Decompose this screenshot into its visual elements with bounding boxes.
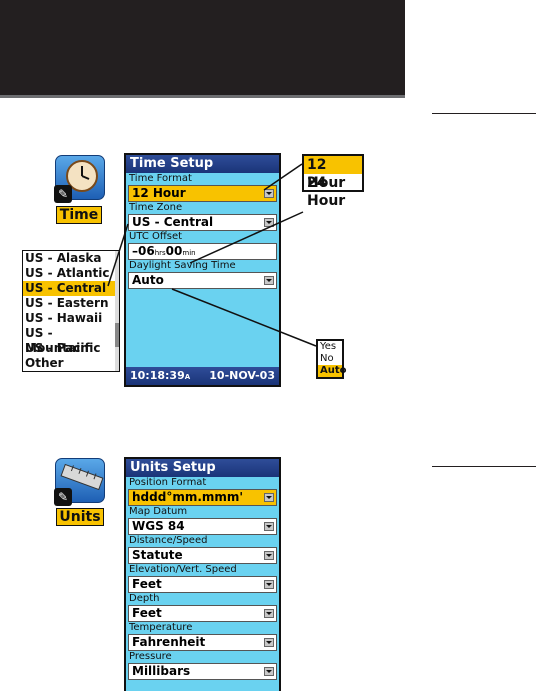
timezone-option[interactable]: Other: [25, 356, 64, 370]
map-datum-value: WGS 84: [132, 519, 185, 533]
time-zone-value: US - Central: [132, 215, 214, 229]
wrench-icon: ✎: [54, 185, 72, 203]
utc-offset-min-unit: min: [182, 249, 196, 257]
side-rule-bottom: [432, 466, 536, 467]
utc-offset-hrs-unit: hrs: [154, 249, 166, 257]
depth-field[interactable]: Feet: [128, 605, 277, 622]
timezone-option[interactable]: US - Atlantic: [25, 266, 110, 280]
utc-offset-minutes: 00: [165, 244, 183, 258]
time-icon-label: Time: [56, 206, 102, 224]
pressure-field[interactable]: Millibars: [128, 663, 277, 680]
side-rule-top: [432, 113, 536, 114]
timezone-option[interactable]: US - Hawaii: [25, 311, 103, 325]
temperature-value: Fahrenheit: [132, 635, 206, 649]
dst-option-yes[interactable]: Yes: [320, 341, 337, 352]
time-format-field[interactable]: 12 Hour: [128, 185, 277, 202]
timezone-option[interactable]: US - Alaska: [25, 251, 102, 265]
distance-speed-value: Statute: [132, 548, 183, 562]
clock-icon: [66, 160, 98, 192]
chevron-down-icon: [264, 609, 274, 618]
position-format-field[interactable]: hddd°mm.mmm': [128, 489, 277, 506]
scroll-thumb[interactable]: [115, 323, 119, 347]
position-format-label: Position Format: [129, 477, 207, 488]
chevron-down-icon: [264, 667, 274, 676]
time-zone-label: Time Zone: [129, 202, 183, 213]
dst-label: Daylight Saving Time: [129, 260, 236, 271]
depth-label: Depth: [129, 593, 160, 604]
callout-line-utc: [189, 211, 304, 264]
pressure-label: Pressure: [129, 651, 172, 662]
time-format-option-12[interactable]: 12 Hour: [304, 156, 362, 191]
time-format-label: Time Format: [129, 173, 192, 184]
status-bar: 10:18:39A 10-NOV-03: [126, 367, 279, 385]
time-app-icon[interactable]: ✎: [54, 155, 105, 203]
depth-value: Feet: [132, 606, 162, 620]
timezone-option[interactable]: US - Mountain: [25, 326, 89, 355]
ruler-icon: [60, 463, 104, 491]
chevron-down-icon: [264, 551, 274, 560]
wrench-icon: ✎: [54, 488, 72, 506]
callout-line-format: [263, 163, 303, 191]
units-setup-screen: Units Setup Position Format hddd°mm.mmm'…: [124, 457, 281, 691]
time-format-value: 12 Hour: [132, 186, 186, 200]
time-format-option-24[interactable]: 24 Hour: [307, 175, 346, 209]
callout-line-dst: [171, 288, 317, 347]
temperature-label: Temperature: [129, 622, 193, 633]
timezone-option[interactable]: US - Eastern: [25, 296, 109, 310]
timezone-option-selected[interactable]: US - Central: [23, 281, 119, 296]
callout-line-timezone: [107, 223, 129, 287]
chevron-down-icon: [264, 189, 274, 198]
chevron-down-icon: [264, 276, 274, 285]
chevron-down-icon: [264, 218, 274, 227]
position-format-value: hddd°mm.mmm': [132, 490, 244, 504]
utc-offset-hours: –06: [132, 244, 155, 258]
elevation-field[interactable]: Feet: [128, 576, 277, 593]
header-shadow-strip: [0, 95, 405, 98]
distance-speed-field[interactable]: Statute: [128, 547, 277, 564]
units-setup-title: Units Setup: [126, 459, 279, 477]
utc-offset-field[interactable]: –06hrs00min: [128, 243, 277, 260]
distance-speed-label: Distance/Speed: [129, 535, 208, 546]
chevron-down-icon: [264, 638, 274, 647]
chevron-down-icon: [264, 522, 274, 531]
time-setup-title: Time Setup: [126, 155, 279, 173]
dst-field[interactable]: Auto: [128, 272, 277, 289]
scrollbar[interactable]: [115, 251, 119, 371]
time-zone-field[interactable]: US - Central: [128, 214, 277, 231]
units-icon-label: Units: [56, 508, 104, 526]
time-format-popup: 12 Hour 24 Hour: [302, 154, 364, 209]
elevation-label: Elevation/Vert. Speed: [129, 564, 237, 575]
chevron-down-icon: [264, 580, 274, 589]
dst-option-auto[interactable]: Auto: [318, 365, 347, 377]
temperature-field[interactable]: Fahrenheit: [128, 634, 277, 651]
status-ampm: A: [184, 373, 191, 381]
map-datum-field[interactable]: WGS 84: [128, 518, 277, 535]
pressure-value: Millibars: [132, 664, 191, 678]
dst-option-no[interactable]: No: [320, 353, 334, 364]
utc-offset-label: UTC Offset: [129, 231, 183, 242]
timezone-popup: US - Alaska US - Atlantic US - Central U…: [22, 250, 120, 372]
status-date: 10-NOV-03: [209, 369, 275, 382]
chevron-down-icon: [264, 493, 274, 502]
elevation-value: Feet: [132, 577, 162, 591]
map-datum-label: Map Datum: [129, 506, 188, 517]
dst-popup: Yes No Auto: [316, 339, 347, 379]
time-setup-screen: Time Setup Time Format 12 Hour Time Zone…: [124, 153, 281, 387]
page-header-band: [0, 0, 405, 98]
units-app-icon[interactable]: ✎: [54, 458, 105, 506]
dst-value: Auto: [132, 273, 164, 287]
timezone-option[interactable]: US - Pacific: [25, 341, 101, 355]
status-time: 10:18:39: [130, 369, 185, 382]
